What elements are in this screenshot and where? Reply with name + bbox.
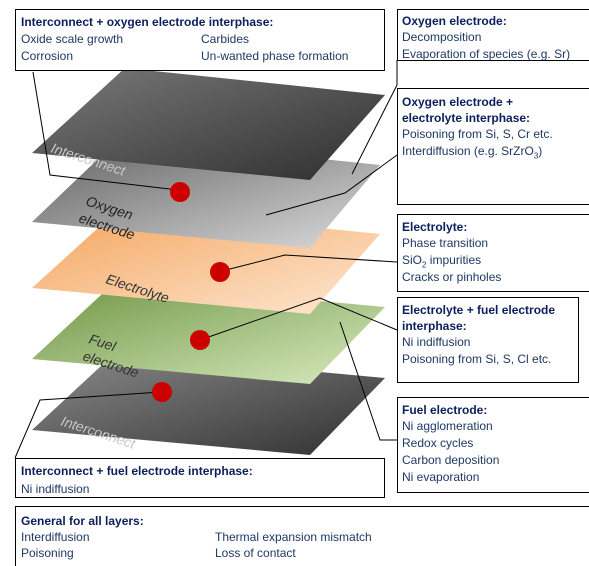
interconnect-fuel-title: Interconnect + fuel electrode interphase… [21,464,253,478]
item-interdiffusion-srzro3: Interdiffusion (e.g. SrZrO3) [402,143,589,160]
general-box: General for all layers: Interdiffusion T… [15,506,589,566]
interconnect-oxygen-box: Interconnect + oxygen electrode interpha… [15,9,385,71]
item-thermal-expansion: Thermal expansion mismatch [215,530,372,544]
connector-electrolyte-fuel [199,297,398,341]
item-poisoning-si-s-cr: Poisoning from Si, S, Cr etc. [402,127,553,141]
fuel-electrode-title: Fuel electrode: [402,403,488,417]
oxygen-electrode-box: Oxygen electrode: Decomposition Evaporat… [397,9,589,61]
electrolyte-fuel-title-line1: Electrolyte + fuel electrode [402,303,556,317]
item-corrosion: Corrosion [21,49,74,63]
item-cracks-pinholes: Cracks or pinholes [402,270,502,284]
sio2-subscript: 2 [422,260,427,270]
item-ni-indiffusion: Ni indiffusion [402,335,471,349]
interdiffusion-prefix: Interdiffusion (e.g. SrZrO [402,144,534,158]
interface-markers [152,182,230,402]
item-ni-indiffusion-interconnect: Ni indiffusion [21,482,90,496]
fuel-electrode-box: Fuel electrode: Ni agglomeration Redox c… [397,397,589,493]
electrolyte-fuel-title-line2: interphase: [402,319,467,333]
electrolyte-box: Electrolyte: Phase transition SiO2 impur… [397,214,589,292]
connector-oxygen-electrolyte [265,154,398,216]
item-carbon-deposition: Carbon deposition [402,453,500,467]
item-oxide-scale-growth: Oxide scale growth [21,32,124,46]
general-title: General for all layers: [21,514,144,528]
sio2-prefix: SiO [402,253,423,267]
marker-interconnect-oxygen [170,182,190,202]
item-phase-transition: Phase transition [402,236,489,250]
oxygen-electrolyte-title-line2: electrolyte interphase: [402,111,531,125]
item-ni-agglomeration: Ni agglomeration [402,419,493,433]
item-redox-cycles: Redox cycles [402,436,474,450]
marker-electrolyte-fuel [190,330,210,350]
electrolyte-title: Electrolyte: [402,220,468,234]
interconnect-oxygen-title: Interconnect + oxygen electrode interpha… [21,15,274,29]
item-poisoning-si-s-cl: Poisoning from Si, S, Cl etc. [402,352,552,366]
item-ni-evaporation: Ni evaporation [402,470,480,484]
sio2-suffix: impurities [426,253,482,267]
oxygen-electrode-title: Oxygen electrode: [402,14,507,28]
item-sio2-impurities: SiO2 impurities [402,252,589,269]
top-interconnect-layer [32,68,385,180]
item-loss-of-contact: Loss of contact [215,546,296,560]
oxygen-electrolyte-title-line1: Oxygen electrode + [402,95,514,109]
connector-oxygen-electrode [351,60,398,175]
marker-electrolyte [210,262,230,282]
connector-fuel-electrode [339,321,397,441]
connector-electrolyte [217,254,398,273]
item-poisoning-general: Poisoning [21,546,74,560]
connector-interconnect-fuel [14,391,163,459]
electrolyte-fuel-box: Electrolyte + fuel electrode interphase:… [397,297,579,383]
connector-lines [14,60,398,459]
item-interdiffusion-general: Interdiffusion [21,530,90,544]
marker-interconnect-fuel [152,382,172,402]
connector-interconnect-oxygen [32,71,179,191]
oxygen-electrolyte-box: Oxygen electrode + electrolyte interphas… [397,88,589,205]
interconnect-fuel-box: Interconnect + fuel electrode interphase… [15,458,385,498]
interdiffusion-suffix: ) [538,144,543,158]
item-carbides: Carbides [201,32,250,46]
item-decomposition: Decomposition [402,30,482,44]
item-unwanted-phase: Un-wanted phase formation [201,49,349,63]
item-evaporation-species: Evaporation of species (e.g. Sr) [402,47,571,61]
interdiffusion-subscript: 3 [533,151,539,161]
